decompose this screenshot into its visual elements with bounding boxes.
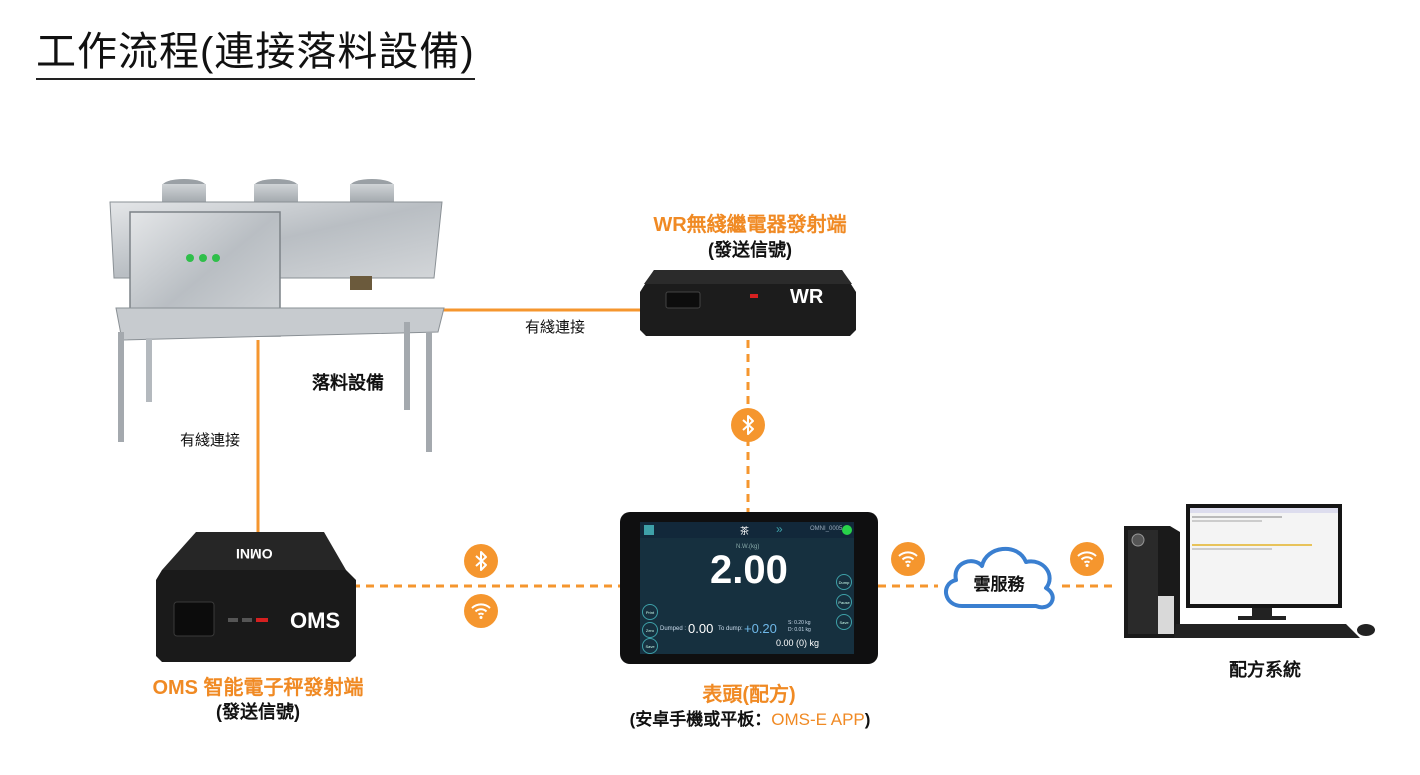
wr-relay-name: WR無綫繼電器發射端	[653, 214, 847, 236]
wifi-icon	[1070, 542, 1104, 576]
todump-value: +0.20	[744, 621, 777, 636]
oms-scale-note: (發送信號)	[216, 702, 300, 722]
oms-top-brand: OMNI	[236, 546, 273, 562]
oms-brand-text: OMS	[290, 608, 341, 633]
total-value: 0.00 (0) kg	[776, 638, 820, 648]
tablet-name: 表頭(配方)	[702, 684, 796, 706]
tablet-note: (安卓手機或平板：OMS-E APP)	[560, 705, 940, 730]
zero-button[interactable]: Zero	[642, 622, 658, 638]
dispenser-machine-image	[109, 179, 445, 452]
d-value: D: 0.01 kg	[788, 627, 811, 633]
screen-device-id: OMNI_0005	[810, 526, 843, 532]
tablet-device: 茶 » OMNI_0005 N.W.(kg) 2.00 Print Zero S…	[620, 512, 878, 664]
pc-computer	[1120, 500, 1380, 644]
wifi-icon	[464, 594, 498, 628]
page-title: 工作流程(連接落料設備)	[36, 28, 475, 80]
print-button[interactable]: Print	[642, 604, 658, 620]
cloud-icon	[944, 546, 1055, 610]
todump-label: To dump:	[718, 626, 743, 632]
s-value: S: 0.20 kg	[788, 620, 811, 626]
oms-scale-device: OMNI OMS	[156, 530, 356, 662]
wired-connection-label-left: 有綫連接	[180, 432, 241, 449]
cloud-label: 雲服務	[973, 575, 1025, 594]
status-dot-icon	[842, 525, 852, 535]
tablet-note-prefix: (安卓手機或平板：	[629, 710, 772, 729]
screen-net-label: N.W.(kg)	[736, 544, 760, 550]
screen-header-item: 茶	[740, 526, 750, 536]
wired-connection-label-top: 有綫連接	[525, 319, 586, 336]
qr-icon[interactable]	[644, 525, 654, 535]
wr-brand-text: WR	[790, 286, 824, 308]
dispenser-label: 落料設備	[312, 373, 384, 393]
dump-button[interactable]: Dump	[836, 574, 852, 590]
bluetooth-icon	[464, 544, 498, 578]
dumped-value: 0.00	[688, 621, 714, 636]
bluetooth-icon	[731, 408, 765, 442]
save-button[interactable]: Save	[836, 614, 852, 630]
screen-header	[640, 522, 854, 538]
screen-main-value: 2.00	[710, 548, 788, 592]
chevron-right-icon[interactable]: »	[776, 522, 783, 536]
wr-relay-note: (發送信號)	[708, 240, 792, 260]
dumped-label: Dumped :	[660, 626, 687, 632]
pause-button[interactable]: Pause	[836, 594, 852, 610]
save-button[interactable]: Save	[642, 638, 658, 654]
wr-relay-device: WR	[640, 270, 856, 336]
cloud-service: 雲服務	[936, 532, 1062, 618]
tablet-screen: 茶 » OMNI_0005 N.W.(kg) 2.00 Print Zero S…	[640, 522, 854, 654]
tablet-note-app: OMS-E APP	[771, 710, 865, 729]
wifi-icon	[891, 542, 925, 576]
pc-label: 配方系統	[1229, 660, 1301, 680]
tablet-note-suffix: )	[864, 710, 871, 729]
oms-scale-name: OMS 智能電子秤發射端	[152, 677, 364, 699]
